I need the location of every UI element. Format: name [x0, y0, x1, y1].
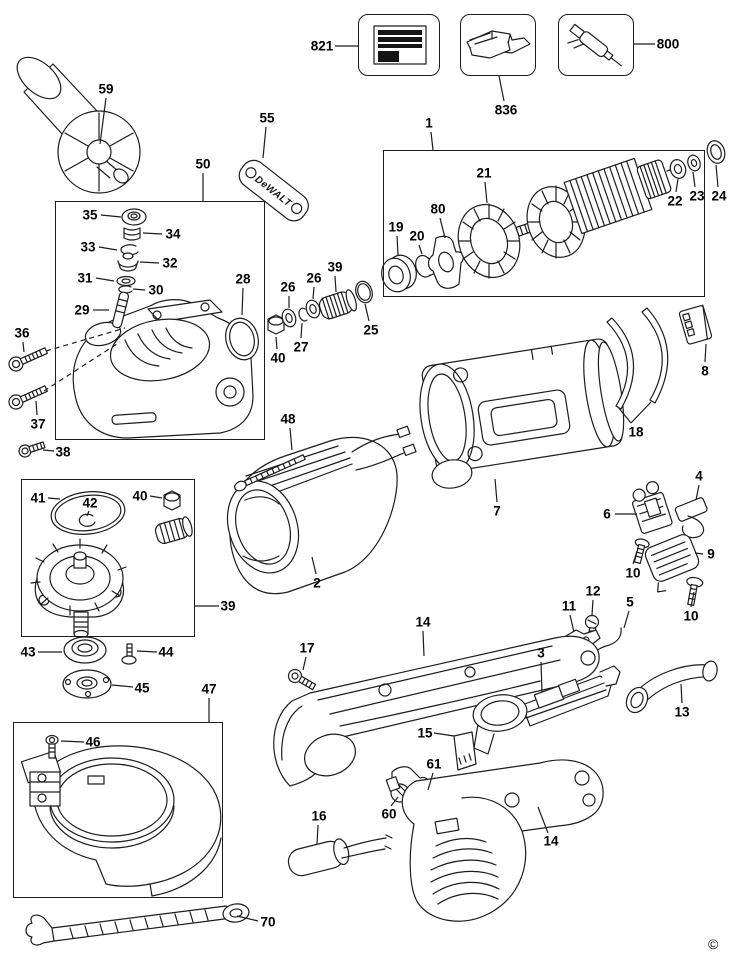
part-37-screw [8, 385, 48, 410]
part-33-ring [120, 244, 139, 256]
part-6-brush-holder [632, 481, 673, 534]
part-42-ring [78, 513, 96, 527]
part-36-screw [8, 347, 48, 372]
part-22-washer [669, 159, 687, 179]
part-55-brand-cover: DeWALT [238, 159, 309, 222]
part-28-ring [225, 317, 259, 361]
part-26-washer-a [281, 308, 297, 328]
part-39-worm-gear [318, 289, 357, 320]
part-gearcase-housing [72, 299, 254, 439]
part-15-label [453, 731, 477, 771]
part-29-pin [112, 291, 129, 329]
part-80-baffle [427, 235, 465, 289]
part-26-washer-b [305, 299, 321, 319]
part-34-spring [123, 227, 141, 241]
wrench-holder-icon [466, 30, 531, 59]
part-3-switch [472, 665, 621, 755]
part-41-oring [50, 491, 126, 535]
part-armature [515, 157, 674, 259]
part-44-screw [121, 643, 137, 665]
part-59-side-handle [16, 56, 141, 194]
part-9-inspection-cover [644, 534, 700, 593]
part-38-screw [18, 441, 46, 458]
grease-tube-icon [567, 23, 622, 67]
part-47-wheel-guard [20, 745, 222, 897]
part-17-screw [287, 668, 317, 691]
part-23-washer [687, 154, 701, 172]
nameplate-icon [373, 25, 427, 65]
part-14-handle-bottom [401, 759, 604, 922]
part-43-bearing [63, 636, 107, 664]
part-19-bearing [381, 254, 417, 293]
part-worm-gear-b [154, 516, 193, 544]
part-45-flange [62, 669, 112, 699]
part-2-field-coil [226, 425, 417, 595]
part-27-ring [298, 307, 308, 322]
part-14-handle-top [273, 635, 600, 787]
part-48-screw [234, 454, 306, 492]
part-30-oring [118, 285, 133, 294]
part-4-carbon-brush [674, 497, 708, 539]
part-40-nut [267, 314, 285, 335]
part-70-wrench [25, 903, 250, 946]
part-18-baffle-springs [606, 307, 669, 410]
part-32-plunger [117, 252, 139, 272]
part-8-connector [678, 304, 713, 345]
part-gear-assembly [30, 538, 127, 639]
part-40-nut-b [163, 490, 181, 511]
part-21-fan [457, 203, 521, 279]
part-31-washer [116, 275, 136, 287]
part-35-bearing [121, 208, 147, 226]
part-7-motor-housing [419, 338, 625, 489]
part-13-cord-guard [625, 660, 718, 714]
copyright-mark: © [708, 936, 719, 952]
part-25-ring [355, 280, 373, 304]
part-46-screw [45, 734, 59, 759]
part-16-capacitor [287, 834, 393, 877]
part-24-ring [706, 140, 726, 164]
part-10-screw-b [686, 576, 704, 606]
